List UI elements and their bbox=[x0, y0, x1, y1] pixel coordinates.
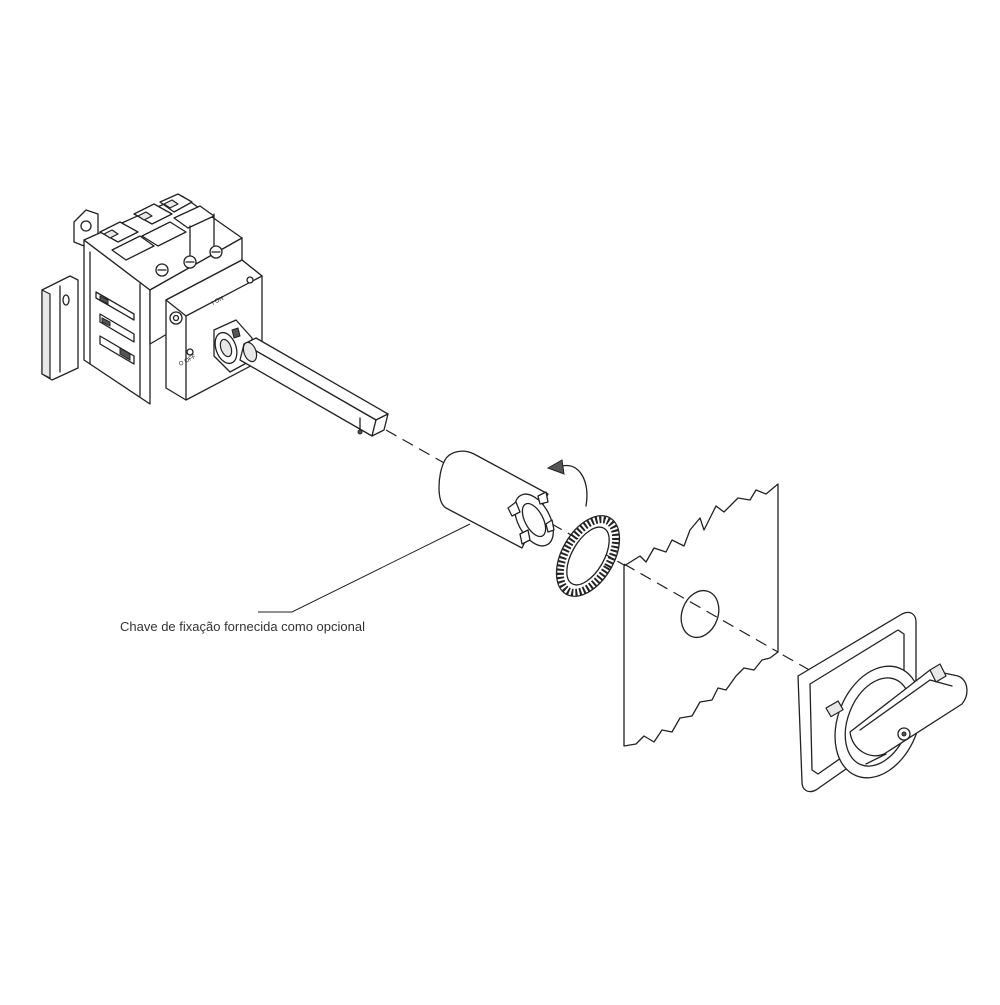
extension-shaft bbox=[239, 337, 389, 437]
wrench-callout-label: Chave de fixação fornecida como opcional bbox=[120, 619, 365, 634]
on-marking: I ON bbox=[211, 296, 225, 307]
switch-disconnector-body: I ON O OFF bbox=[73, 193, 263, 405]
terminal-screws bbox=[155, 245, 223, 277]
rotary-handle-assembly bbox=[797, 611, 968, 793]
mounting-wrench bbox=[438, 450, 555, 549]
front-label-slots bbox=[95, 291, 135, 365]
rotation-arrow bbox=[546, 459, 588, 507]
panel-door bbox=[623, 483, 779, 747]
top-terminals bbox=[99, 193, 215, 263]
handle-lever bbox=[849, 663, 968, 757]
wrench-callout-leader bbox=[258, 523, 471, 613]
din-rail bbox=[41, 275, 79, 381]
locking-nut bbox=[555, 515, 621, 597]
